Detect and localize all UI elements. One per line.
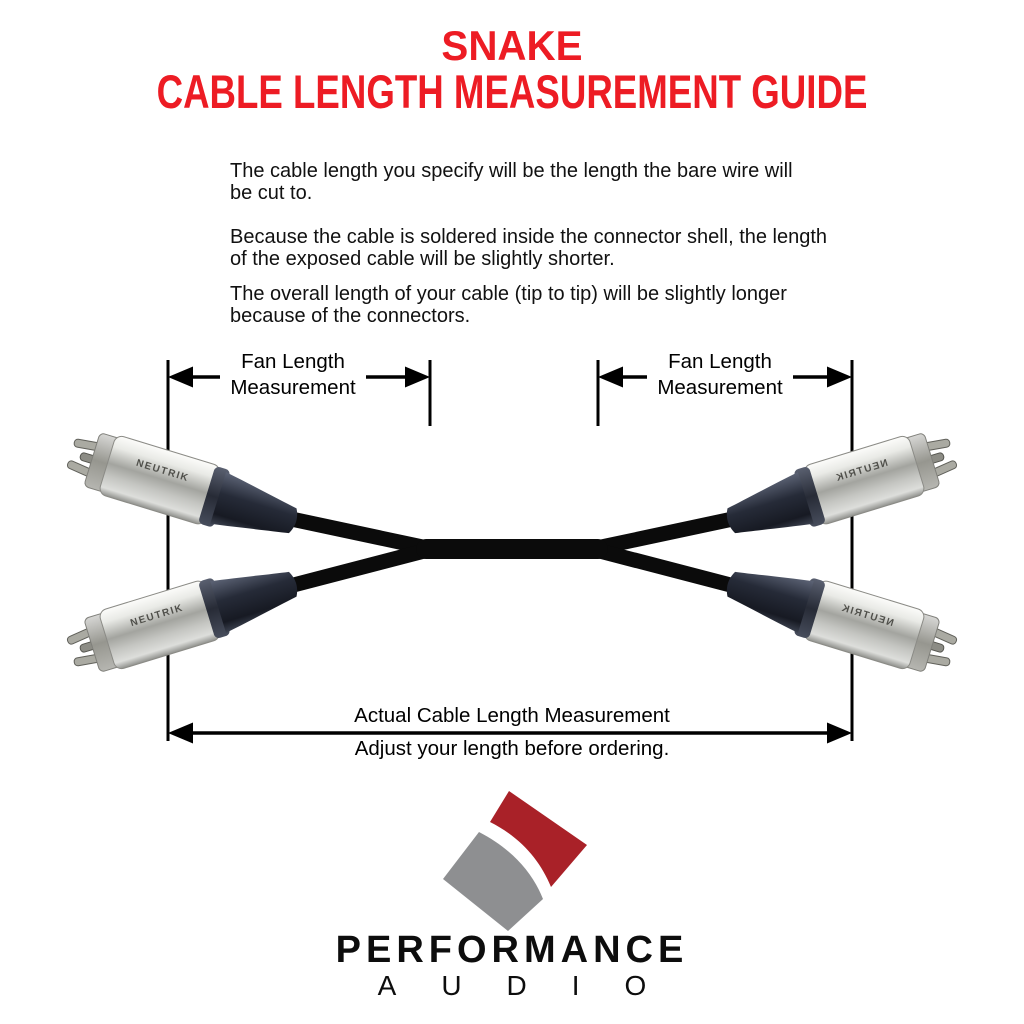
cable-branch-top-left	[274, 509, 440, 557]
cable-branch-bottom-right	[584, 541, 750, 596]
cable-branch-bottom-left	[274, 541, 440, 596]
xlr-connector-top-left	[61, 422, 306, 552]
intro-text: The cable length you specify will be the…	[230, 160, 870, 327]
arrowhead	[168, 722, 193, 744]
intro-p3-line1: The overall length of your cable (tip to…	[230, 283, 787, 305]
snake-cables	[274, 509, 750, 596]
xlr-connector-bottom-left	[61, 553, 306, 683]
title-line-2: CABLE LENGTH MEASUREMENT GUIDE	[156, 65, 868, 118]
fan-length-label-left: Fan Length Measurement	[220, 349, 366, 401]
cable-branch-top-right	[584, 509, 750, 557]
fan-left-line2: Measurement	[230, 376, 356, 399]
arrowhead	[598, 366, 623, 388]
xlr-connector-bottom-right	[718, 553, 963, 683]
intro-p2-line2: of the exposed cable will be slightly sh…	[230, 248, 615, 270]
arrowhead	[405, 366, 430, 388]
measurement-lines	[166, 360, 854, 744]
xlr-connector-top-right	[718, 422, 963, 552]
performance-audio-logo-mark	[443, 791, 587, 931]
logo-brand-sub: AUDIO	[377, 970, 692, 1001]
fan-length-label-right: Fan Length Measurement	[647, 349, 793, 401]
intro-paragraph-2: Because the cable is soldered inside the…	[230, 226, 870, 270]
adjust-length-note: Adjust your length before ordering.	[354, 737, 670, 760]
arrowhead	[168, 366, 193, 388]
logo-gray-shape	[443, 832, 543, 931]
intro-p1-line2: be cut to.	[230, 182, 313, 204]
actual-length-label: Actual Cable Length Measurement	[354, 704, 670, 727]
logo-brand-name: PERFORMANCE	[335, 929, 689, 971]
arrowhead	[827, 366, 852, 388]
intro-paragraph-1: The cable length you specify will be the…	[230, 160, 870, 204]
intro-paragraph-3: The overall length of your cable (tip to…	[230, 283, 870, 327]
title-line-1: SNAKE	[441, 22, 583, 69]
intro-p2-line1: Because the cable is soldered inside the…	[230, 226, 828, 248]
intro-p1-line1: The cable length you specify will be the…	[230, 160, 793, 182]
title-block: SNAKE CABLE LENGTH MEASUREMENT GUIDE	[0, 24, 1024, 116]
fan-right-line2: Measurement	[657, 376, 783, 399]
logo-red-shape	[490, 791, 587, 887]
fan-left-line1: Fan Length	[241, 350, 345, 373]
fan-right-line1: Fan Length	[668, 350, 772, 373]
arrowhead	[827, 722, 852, 744]
intro-p3-line2: because of the connectors.	[230, 305, 471, 327]
